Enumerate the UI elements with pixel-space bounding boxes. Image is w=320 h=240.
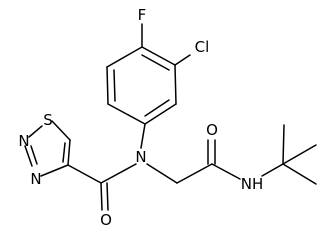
bond-carbonyl-o-double	[106, 182, 109, 211]
bond-n-ch2	[146, 163, 178, 184]
atom-n-thiadiazole-2: N	[18, 132, 29, 150]
bond-n-aryl	[140, 123, 146, 149]
atom-n-amide: N	[135, 148, 146, 166]
bond-n3-n2	[24, 145, 33, 167]
bond-cq-me-up	[282, 124, 285, 165]
bond-ring-c1-c2	[107, 103, 146, 125]
bond-ring-c2-c3	[106, 66, 109, 105]
atom-cl: Cl	[195, 38, 210, 56]
bond-carbonyl-o	[100, 182, 103, 211]
bond-ch-c4	[67, 139, 71, 166]
bond-n3-n2-inner	[30, 145, 38, 165]
bond-cq-me-right	[282, 144, 317, 165]
bond-ring-c3-c4	[106, 46, 143, 68]
bond-c4-carbonyl	[67, 164, 102, 184]
bond-ring-c4-c5	[141, 46, 176, 66]
atom-n-thiadiazole-3: N	[30, 170, 41, 188]
atom-nh: NH	[241, 175, 264, 193]
atom-o-carbonyl-1: O	[100, 211, 112, 229]
bond-ch-c4-inner	[62, 142, 66, 163]
bond-ring-c6-c1-inner	[144, 99, 170, 117]
bond-cq-me-down	[282, 163, 317, 185]
bond-n2-s	[28, 125, 43, 138]
bond-s-ch	[51, 120, 71, 141]
bond-ring-c5-c6	[174, 64, 177, 105]
bond-nh-cq	[261, 163, 284, 177]
atom-o-carbonyl-2: O	[206, 121, 218, 139]
atom-s: S	[43, 111, 53, 129]
bond-ring-c4-c5-inner	[141, 54, 170, 71]
bond-c4-n3	[40, 164, 69, 177]
bond-ch2-c	[176, 163, 213, 184]
bond-ring-c2-c3-inner	[113, 69, 116, 102]
bond-c-cl	[174, 54, 191, 66]
bond-c-nh	[211, 163, 241, 180]
bond-ring-c6-c1	[144, 103, 177, 125]
atom-f: F	[138, 6, 147, 24]
bond-carbonyl-n	[100, 163, 137, 184]
